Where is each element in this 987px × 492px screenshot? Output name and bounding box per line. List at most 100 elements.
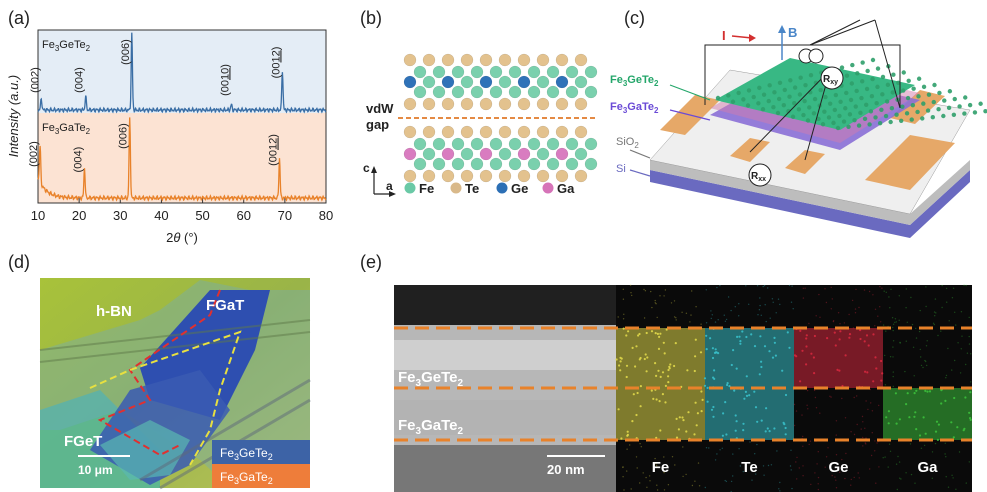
atom (880, 92, 885, 97)
eds-dot (646, 356, 649, 359)
eds-dot (911, 323, 914, 326)
atom (422, 125, 436, 139)
eds-dot (879, 285, 881, 288)
eds-dot (970, 381, 972, 383)
eds-dot (897, 455, 899, 458)
atom (498, 75, 512, 89)
eds-dot (643, 357, 646, 361)
eds-dot (631, 346, 634, 349)
atom (899, 118, 904, 124)
eds-dot (675, 319, 677, 321)
eds-dot (727, 296, 730, 298)
eds-dot (764, 304, 766, 306)
atom (820, 122, 826, 127)
eds-dot (664, 401, 667, 404)
atom (546, 65, 560, 79)
atom (916, 94, 921, 99)
eds-dot (735, 420, 738, 423)
atom (745, 103, 751, 108)
eds-dot (759, 304, 761, 307)
eds-dot (825, 456, 828, 458)
eds-region (794, 328, 883, 388)
eds-dot (805, 363, 808, 366)
eds-dot (864, 427, 866, 429)
atom (818, 87, 823, 93)
atom (403, 53, 417, 67)
eds-dot (913, 415, 916, 418)
eds-dot (890, 288, 892, 290)
eds-dot (952, 436, 955, 439)
eds-dot (742, 422, 745, 425)
atom (508, 137, 522, 151)
atom (432, 85, 446, 99)
atom (803, 82, 808, 88)
eds-dot (802, 475, 804, 477)
eds-dot (767, 287, 769, 289)
atom (942, 98, 947, 103)
eds-dot (895, 321, 897, 323)
eds-dot (952, 477, 954, 479)
atom (546, 157, 560, 171)
eds-dot (654, 332, 657, 335)
eds-dot (888, 296, 890, 298)
eds-dot (909, 443, 912, 445)
eds-dot (678, 416, 681, 419)
eds-dot (658, 335, 661, 338)
eds-dot (918, 434, 922, 437)
atom (441, 125, 455, 139)
eds-dot (919, 348, 921, 351)
atom (856, 123, 862, 128)
electrode (865, 135, 955, 190)
eds-dot (696, 412, 699, 415)
atom (403, 169, 417, 183)
eds-dot (748, 394, 751, 397)
eds-dot (934, 298, 937, 300)
legend-label: Fe (419, 181, 434, 196)
eds-dot (858, 306, 860, 309)
eds-dot (863, 340, 866, 343)
eds-dot (622, 466, 624, 469)
eds-dot (773, 427, 776, 430)
peak-label: (006) (120, 39, 132, 65)
eds-dot (858, 477, 860, 479)
electrode (890, 90, 945, 124)
legend-swatch (496, 182, 508, 194)
eds-dot (744, 390, 747, 393)
atom (470, 85, 484, 99)
atom (489, 85, 503, 99)
eds-dot (694, 338, 697, 341)
eds-dot (643, 317, 646, 319)
eds-dot (922, 366, 924, 369)
atom (479, 147, 493, 161)
eds-dot (638, 332, 641, 336)
atom (884, 99, 890, 104)
eds-dot (673, 316, 676, 318)
eds-dot (626, 448, 628, 450)
eds-dot (733, 389, 736, 392)
eds-dot (631, 420, 634, 423)
eds-dot (892, 356, 894, 358)
eds-dot (691, 290, 693, 292)
eds-dot (711, 356, 715, 360)
atom (941, 113, 946, 119)
atom (859, 95, 864, 101)
svg-text:a: a (386, 179, 393, 193)
eds-dot (639, 482, 641, 484)
eds-dot (872, 294, 874, 296)
peak-label: (006) (118, 123, 130, 149)
eds-dot (864, 370, 867, 373)
atom (894, 112, 899, 117)
atom (555, 75, 569, 89)
x-tick-label: 60 (236, 208, 250, 223)
eds-dot (770, 464, 773, 466)
eds-dot (878, 466, 880, 468)
rxx-meter (748, 163, 772, 187)
eds-dot (905, 307, 907, 309)
eds-dot (743, 397, 746, 400)
eds-dot (675, 417, 678, 420)
eds-dot (968, 343, 971, 345)
eds-dot (872, 380, 875, 383)
